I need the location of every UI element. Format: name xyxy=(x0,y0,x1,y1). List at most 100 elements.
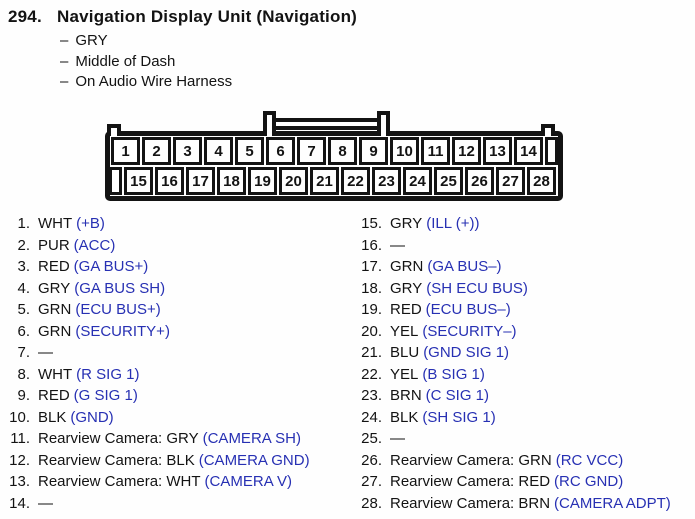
pin-number: 8. xyxy=(0,364,30,386)
pin-number: 25. xyxy=(352,428,382,450)
wire-color-label: BLU xyxy=(390,344,419,361)
connector-pin-3: 3 xyxy=(173,137,202,165)
pin-list-item: 3.RED(GA BUS+) xyxy=(0,256,345,278)
wire-color-label: BRN xyxy=(390,387,422,404)
pin-number: 28. xyxy=(352,493,382,515)
header-detail-line: –Middle of Dash xyxy=(60,52,232,73)
pin-list-item: 7. — xyxy=(0,342,345,364)
connector-pin-11: 11 xyxy=(421,137,450,165)
connector-pin-20: 20 xyxy=(279,167,308,195)
wire-color-label: GRY xyxy=(38,280,70,297)
connector-pin-8: 8 xyxy=(328,137,357,165)
pin-list-item: 18.GRY(SH ECU BUS) xyxy=(352,278,695,300)
signal-name-label: (GA BUS–) xyxy=(427,258,501,275)
connector-pin-26: 26 xyxy=(465,167,494,195)
pin-list-item: 11.Rearview Camera: GRY(CAMERA SH) xyxy=(0,428,345,450)
wire-color-label: — xyxy=(390,430,405,447)
connector-latch-bar xyxy=(268,118,388,130)
wire-color-label: YEL xyxy=(390,366,418,383)
pin-number: 19. xyxy=(352,299,382,321)
connector-details: –GRY–Middle of Dash–On Audio Wire Harnes… xyxy=(60,31,232,93)
connector-tab-right xyxy=(541,124,555,136)
wire-color-label: Rearview Camera: WHT xyxy=(38,473,201,490)
pin-list-item: 25. — xyxy=(352,428,695,450)
wire-color-label: — xyxy=(38,344,53,361)
connector-pin-18: 18 xyxy=(217,167,246,195)
pin-list-item: 16. — xyxy=(352,235,695,257)
pin-list-item: 10.BLK(GND) xyxy=(0,407,345,429)
connector-pin-19: 19 xyxy=(248,167,277,195)
connector-pin-21: 21 xyxy=(310,167,339,195)
pin-number: 22. xyxy=(352,364,382,386)
pin-number: 15. xyxy=(352,213,382,235)
wire-color-label: WHT xyxy=(38,366,72,383)
connector-pin-23: 23 xyxy=(372,167,401,195)
pin-list-item: 5.GRN(ECU BUS+) xyxy=(0,299,345,321)
connector-pin-1: 1 xyxy=(111,137,140,165)
connector-diagram: 1234567891011121314 15161718192021222324… xyxy=(100,103,574,205)
signal-name-label: (CAMERA V) xyxy=(205,473,293,490)
detail-text: Middle of Dash xyxy=(75,53,175,70)
pin-list-item: 22.YEL(B SIG 1) xyxy=(352,364,695,386)
connector-pin-12: 12 xyxy=(452,137,481,165)
pin-number: 27. xyxy=(352,471,382,493)
connector-pin-24: 24 xyxy=(403,167,432,195)
pin-number: 7. xyxy=(0,342,30,364)
pin-list-item: 28. Rearview Camera: BRN(CAMERA ADPT) xyxy=(352,493,695,515)
detail-text: GRY xyxy=(75,32,107,49)
signal-name-label: (ECU BUS–) xyxy=(426,301,511,318)
pin-number: 1. xyxy=(0,213,30,235)
connector-pin-27: 27 xyxy=(496,167,525,195)
signal-name-label: (C SIG 1) xyxy=(426,387,489,404)
connector-pin-7: 7 xyxy=(297,137,326,165)
signal-name-label: (CAMERA ADPT) xyxy=(554,495,671,512)
connector-pin-9: 9 xyxy=(359,137,388,165)
signal-name-label: (CAMERA SH) xyxy=(203,430,301,447)
wire-color-label: Rearview Camera: BRN xyxy=(390,495,550,512)
dash-bullet: – xyxy=(60,31,68,52)
pin-list-item: 6.GRN(SECURITY+) xyxy=(0,321,345,343)
pin-number: 17. xyxy=(352,256,382,278)
signal-name-label: (SECURITY+) xyxy=(75,323,170,340)
dash-bullet: – xyxy=(60,72,68,93)
wire-color-label: GRN xyxy=(390,258,423,275)
wire-color-label: BLK xyxy=(390,409,418,426)
connector-pin-4: 4 xyxy=(204,137,233,165)
connector-pin-25: 25 xyxy=(434,167,463,195)
connector-latch-post-left xyxy=(263,111,276,136)
connector-pin-2: 2 xyxy=(142,137,171,165)
pin-number: 12. xyxy=(0,450,30,472)
header-detail-line: –GRY xyxy=(60,31,232,52)
signal-name-label: (GA BUS SH) xyxy=(74,280,165,297)
connector-blank-cell xyxy=(545,137,558,165)
signal-name-label: (SECURITY–) xyxy=(422,323,516,340)
pin-number: 18. xyxy=(352,278,382,300)
signal-name-label: (ACC) xyxy=(74,237,116,254)
pin-list-item: 14.— xyxy=(0,493,345,515)
signal-name-label: (ILL (+)) xyxy=(426,215,479,232)
pin-list-item: 20.YEL(SECURITY–) xyxy=(352,321,695,343)
connector-pin-13: 13 xyxy=(483,137,512,165)
dash-bullet: – xyxy=(60,52,68,73)
wire-color-label: — xyxy=(390,237,405,254)
pin-number: 3. xyxy=(0,256,30,278)
pin-number: 16. xyxy=(352,235,382,257)
connector-tab-left xyxy=(107,124,121,136)
pin-list-item: 1.WHT(+B) xyxy=(0,213,345,235)
connector-pin-14: 14 xyxy=(514,137,543,165)
signal-name-label: (RC GND) xyxy=(554,473,623,490)
signal-name-label: (GA BUS+) xyxy=(74,258,149,275)
connector-pin-22: 22 xyxy=(341,167,370,195)
signal-name-label: (GND) xyxy=(70,409,113,426)
wire-color-label: GRN xyxy=(38,323,71,340)
pin-list-item: 13.Rearview Camera: WHT(CAMERA V) xyxy=(0,471,345,493)
pin-number: 9. xyxy=(0,385,30,407)
pin-list-item: 12.Rearview Camera: BLK(CAMERA GND) xyxy=(0,450,345,472)
detail-text: On Audio Wire Harness xyxy=(75,73,232,90)
header-detail-line: –On Audio Wire Harness xyxy=(60,72,232,93)
pin-list-item: 19.RED(ECU BUS–) xyxy=(352,299,695,321)
connector-pin-28: 28 xyxy=(527,167,556,195)
pin-number: 24. xyxy=(352,407,382,429)
connector-pin-16: 16 xyxy=(155,167,184,195)
